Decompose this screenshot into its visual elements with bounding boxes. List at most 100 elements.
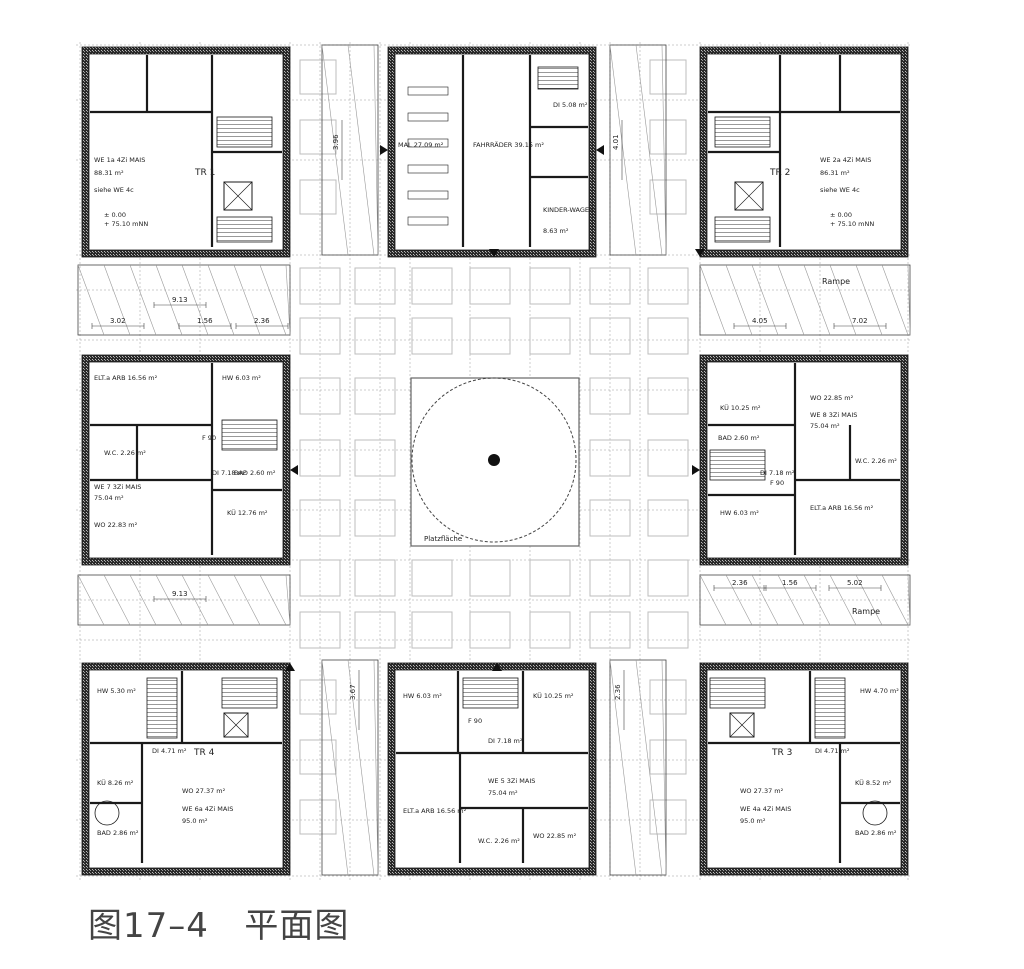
plaza-paving bbox=[299, 59, 689, 835]
strip-s-left-outline bbox=[321, 659, 379, 876]
block-n-text-0: MAL 27.09 m² bbox=[398, 141, 444, 149]
dimension-12: 3.67 bbox=[349, 670, 360, 730]
block-w-text-9: F 90 bbox=[202, 434, 216, 442]
ramp-label-ne: Rampe bbox=[822, 277, 850, 286]
strip-nw-hatch bbox=[155, 264, 183, 336]
paving-tile bbox=[647, 611, 689, 649]
block-s-text-0: HW 6.03 m² bbox=[403, 692, 442, 700]
strip-ne-hatch bbox=[829, 264, 857, 336]
strip-s-left bbox=[321, 659, 379, 876]
paving-tile bbox=[589, 439, 631, 477]
stair bbox=[146, 677, 178, 739]
tower-nw-text-0: WE 1a 4Zi MAIS bbox=[94, 156, 145, 164]
dimension-2: 1.56 bbox=[178, 317, 232, 329]
strip-s-left-hatch bbox=[321, 659, 349, 876]
lift-cross bbox=[223, 181, 253, 211]
tower-se-text-4: BAD 2.86 m² bbox=[855, 829, 897, 837]
strip-s-right-hatch bbox=[635, 659, 663, 876]
dimension-4: 4.05 bbox=[733, 317, 787, 329]
tower-ne-text-3: ± 0.00 bbox=[830, 211, 852, 219]
strip-s-left-hatch bbox=[373, 659, 379, 876]
block-s-text-8: F 90 bbox=[468, 717, 482, 725]
strip-se bbox=[699, 574, 911, 626]
entrance-arrow-7 bbox=[285, 663, 295, 671]
paving-tile bbox=[299, 499, 341, 537]
ramp-label-e: Rampe bbox=[852, 607, 880, 616]
strip-sw-hatch bbox=[259, 574, 287, 626]
tower-nw-text-2: siehe WE 4c bbox=[94, 186, 134, 194]
strip-nw-hatch bbox=[103, 264, 131, 336]
strip-nw-hatch bbox=[233, 264, 261, 336]
block-w-text-7: DI 7.18 m² bbox=[212, 469, 247, 477]
block-n-text-3: 8.63 m² bbox=[543, 227, 569, 235]
paving-tile bbox=[469, 559, 511, 597]
strip-s-right bbox=[609, 659, 667, 876]
dimension-label: 5.02 bbox=[847, 579, 863, 587]
block-e-text-8: ELT.a ARB 16.56 m² bbox=[810, 504, 874, 512]
strip-se-hatch bbox=[829, 574, 857, 626]
strip-n-right-hatch bbox=[661, 44, 667, 256]
tower-se-text-1: WE 4a 4Zi MAIS bbox=[740, 805, 791, 813]
paving-tile bbox=[649, 739, 687, 775]
paving-tile bbox=[589, 611, 631, 649]
strip-s-right-outline bbox=[609, 659, 667, 876]
dimension-10: 3.96 bbox=[332, 120, 343, 180]
figure-title: 平面图 bbox=[244, 906, 350, 946]
strip-nw-hatch bbox=[129, 264, 157, 336]
tower-label: TR 1 bbox=[194, 168, 215, 178]
stair bbox=[714, 116, 771, 148]
entrance-arrow-2 bbox=[290, 465, 298, 475]
dimension-label: 1.56 bbox=[197, 317, 213, 325]
tower-sw-text-2: 95.0 m² bbox=[182, 817, 208, 825]
paving-tile bbox=[354, 611, 396, 649]
dimension-label: 3.67 bbox=[349, 684, 357, 700]
bicycle-rack bbox=[407, 86, 449, 96]
lift-cross bbox=[734, 181, 764, 211]
stair bbox=[462, 677, 519, 709]
dimension-label: 4.01 bbox=[612, 134, 620, 150]
dimension-label: 2.36 bbox=[614, 684, 622, 700]
block-e-text-2: 75.04 m² bbox=[810, 422, 840, 430]
paving-tile bbox=[411, 267, 453, 305]
strip-n-left bbox=[321, 44, 379, 256]
block-e-text-7: HW 6.03 m² bbox=[720, 509, 759, 517]
dimension-11: 4.01 bbox=[612, 120, 623, 180]
tower-se-text-5: HW 4.70 m² bbox=[860, 687, 899, 695]
paving-tile bbox=[589, 559, 631, 597]
strip-sw-hatch bbox=[181, 574, 209, 626]
figure-number: 图17–4 bbox=[88, 906, 209, 946]
stair bbox=[714, 216, 771, 243]
paving-tile bbox=[299, 267, 341, 305]
tower-nw-text-1: 88.31 m² bbox=[94, 169, 124, 177]
buildings: TR 1 WE 1a 4Zi MAIS 88.31 m² siehe WE 4c ± 0… bbox=[81, 46, 909, 876]
strip-n-right bbox=[609, 44, 667, 256]
strip-sw-outline bbox=[77, 574, 291, 626]
strip-nw-hatch bbox=[77, 264, 105, 336]
paving-tile bbox=[647, 439, 689, 477]
tower-sw-text-1: WE 6a 4Zi MAIS bbox=[182, 805, 233, 813]
stair bbox=[814, 677, 846, 739]
bicycle-rack bbox=[407, 138, 449, 148]
block-e-text-1: WE 8 3Zi MAIS bbox=[810, 411, 857, 419]
block-n-text-2: KINDER-WAGEN bbox=[543, 206, 594, 214]
paving-tile bbox=[299, 179, 337, 215]
block-w-text-3: WE 7 3Zi MAIS bbox=[94, 483, 141, 491]
tower-sw-text-5: HW 5.30 m² bbox=[97, 687, 136, 695]
spiral-stair bbox=[94, 800, 120, 826]
dimension-6: 9.13 bbox=[153, 590, 207, 602]
tower-se-text-2: 95.0 m² bbox=[740, 817, 766, 825]
strip-ne-hatch bbox=[881, 264, 909, 336]
block-s-text-5: ELT.a ARB 16.56 m² bbox=[403, 807, 467, 815]
block-s-text-1: KÜ 10.25 m² bbox=[533, 691, 574, 700]
block-e-text-9: F 90 bbox=[770, 479, 784, 487]
strip-n-left-hatch bbox=[347, 44, 375, 256]
dimension-label: 2.36 bbox=[254, 317, 270, 325]
paving-tile bbox=[647, 317, 689, 355]
strip-n-left-outline bbox=[321, 44, 379, 256]
strip-ne-hatch bbox=[907, 264, 911, 336]
block-w-text-6: KÜ 12.76 m² bbox=[227, 508, 268, 517]
tower-sw-text-0: WO 27.37 m² bbox=[182, 787, 226, 795]
